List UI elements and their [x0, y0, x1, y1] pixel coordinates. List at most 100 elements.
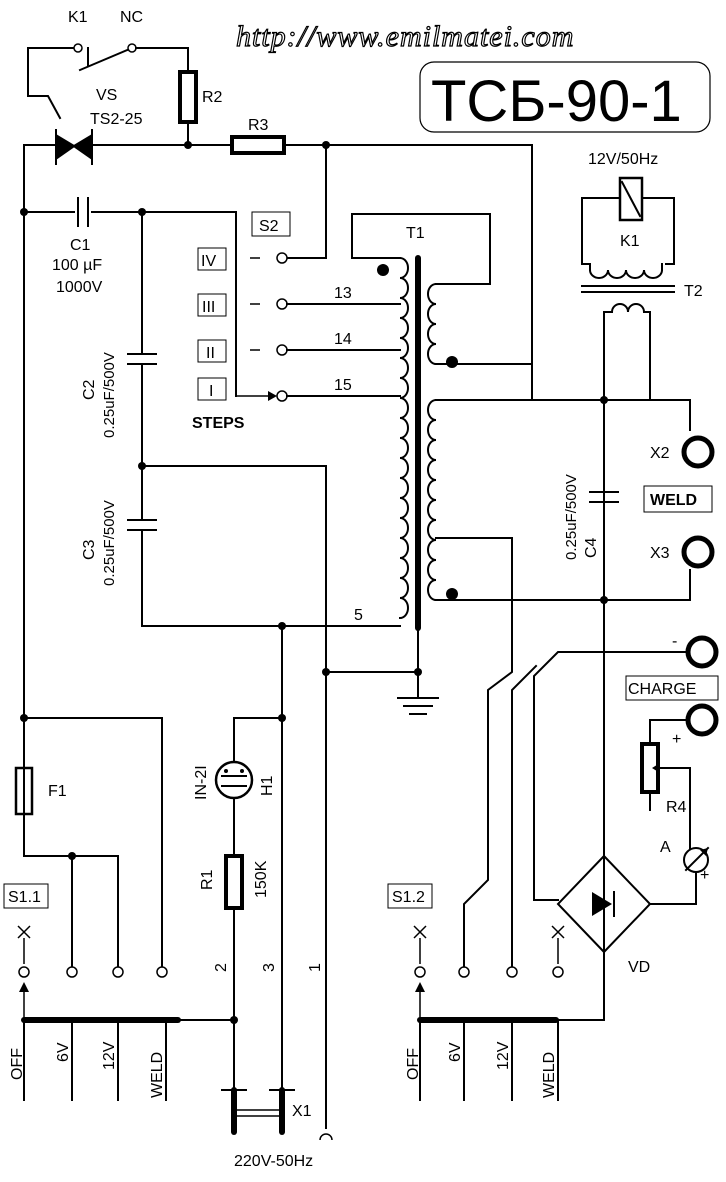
s12-off: OFF	[405, 1048, 422, 1080]
x2-label: X2	[650, 445, 670, 462]
wire-lamp-top	[233, 717, 283, 763]
wire-r3-out	[283, 144, 533, 401]
c1-capacitance: 100 µF	[52, 257, 102, 274]
wire-to-weld-pos	[23, 717, 163, 967]
wire-charge-plus	[649, 719, 689, 745]
r4-label: R4	[666, 799, 687, 816]
t1-sec-top	[435, 399, 691, 431]
r2-label: R2	[202, 89, 223, 106]
s11-12v: 12V	[101, 1041, 118, 1070]
t1-primary-top	[351, 213, 401, 259]
vs-label: VS	[96, 87, 117, 104]
tap-14-label: 14	[334, 331, 352, 348]
wire-charge-minus	[533, 651, 689, 901]
title-box	[419, 61, 711, 133]
pin-1-label: 1	[307, 963, 324, 972]
wire-s12-12v	[511, 664, 538, 967]
h1-neon-lamp	[214, 760, 254, 800]
s11-off: OFF	[9, 1048, 26, 1080]
c1-capacitor	[23, 197, 143, 227]
t2-sec-left	[419, 311, 613, 1021]
lamp-type: IN-2I	[193, 765, 210, 800]
step-iii: III	[202, 299, 215, 316]
k1-coil-label: K1	[620, 233, 640, 250]
wire-c3-bottom	[141, 531, 401, 627]
r4-plus: +	[672, 731, 681, 748]
s12-weld: WELD	[541, 1052, 558, 1098]
junction-pin1	[322, 668, 330, 676]
triac-label: TS2-25	[90, 111, 143, 128]
c2-label: C2	[81, 379, 98, 400]
mains-label: 220V-50Hz	[234, 1153, 313, 1170]
wire-to-s2-iv	[287, 144, 327, 259]
x3-terminal	[681, 535, 715, 569]
t2-label: T2	[684, 283, 703, 300]
step-iv: IV	[201, 253, 216, 270]
t1-sec-bottom	[435, 569, 691, 601]
x1-plug	[221, 1087, 333, 1141]
wire-mid-to-pin1	[141, 465, 327, 1129]
c3-label: C3	[81, 539, 98, 560]
h1-label: H1	[259, 775, 276, 796]
pin-2-label: 2	[213, 963, 230, 972]
charge-plus-terminal	[685, 703, 719, 737]
t1-sec-tap	[435, 537, 513, 967]
r1-resistor	[224, 854, 244, 910]
t2-secondary-winding	[610, 303, 646, 314]
charge-box	[625, 675, 719, 701]
s2-box	[251, 211, 291, 237]
c4-label: C4	[583, 537, 600, 558]
ammeter-label: A	[660, 839, 671, 856]
c4-value: 0.25uF/500V	[563, 474, 580, 560]
relay-wire-right	[641, 197, 675, 265]
tap-5-label: 5	[354, 607, 363, 624]
x2-terminal	[681, 435, 715, 469]
c1-label: C1	[70, 237, 91, 254]
t1-primary-winding	[398, 256, 409, 620]
charge-minus-terminal	[685, 635, 719, 669]
s2-contacts	[236, 252, 401, 402]
f1-label: F1	[48, 783, 67, 800]
nc-label: NC	[120, 9, 143, 26]
ammeter-plus: +	[700, 867, 709, 884]
r1-label: R1	[199, 869, 216, 890]
model-title: ТСБ-90-1	[431, 69, 682, 134]
s2-label: S2	[259, 218, 279, 235]
t1-aux-winding	[427, 282, 438, 366]
s2-step-labels: IV III II I	[197, 247, 227, 401]
steps-label: STEPS	[192, 415, 245, 432]
pin-3-label: 3	[261, 963, 278, 972]
charge-label: CHARGE	[628, 681, 696, 698]
s12-contacts	[413, 925, 565, 1020]
charge-minus: -	[672, 633, 677, 650]
r4-rheostat	[640, 742, 669, 811]
step-ii: II	[206, 345, 215, 362]
c3-capacitor	[127, 519, 157, 531]
t1-aux-top	[389, 213, 491, 285]
c4-capacitor	[589, 491, 619, 503]
t1-polarity-dot-3	[446, 588, 458, 600]
k1-relay-coil	[618, 176, 644, 222]
s11-weld: WELD	[149, 1052, 166, 1098]
s12-12v: 12V	[495, 1041, 512, 1070]
s12-6v: 6V	[447, 1042, 464, 1062]
website-url: http://www.emilmatei.com	[236, 20, 574, 53]
x1-label: X1	[292, 1103, 312, 1120]
relay-wire-left	[581, 197, 621, 265]
s12-position-ticks	[419, 1019, 559, 1101]
k1-nc-contact	[27, 43, 189, 73]
c1-voltage: 1000V	[56, 279, 103, 296]
t1-polarity-dot-2	[446, 356, 458, 368]
s12-label: S1.2	[392, 889, 425, 906]
s11-6v: 6V	[55, 1042, 72, 1062]
gate-wire	[27, 47, 62, 120]
s11-position-ticks	[23, 1019, 167, 1101]
tap-15-label: 15	[334, 377, 352, 394]
t1-polarity-dot-1	[377, 264, 389, 276]
f1-fuse	[14, 766, 34, 816]
c3-value: 0.25uF/500V	[101, 500, 118, 586]
r3-resistor	[230, 135, 286, 155]
relay-rating: 12V/50Hz	[588, 151, 658, 168]
wire-c1-to-s2	[141, 211, 237, 271]
